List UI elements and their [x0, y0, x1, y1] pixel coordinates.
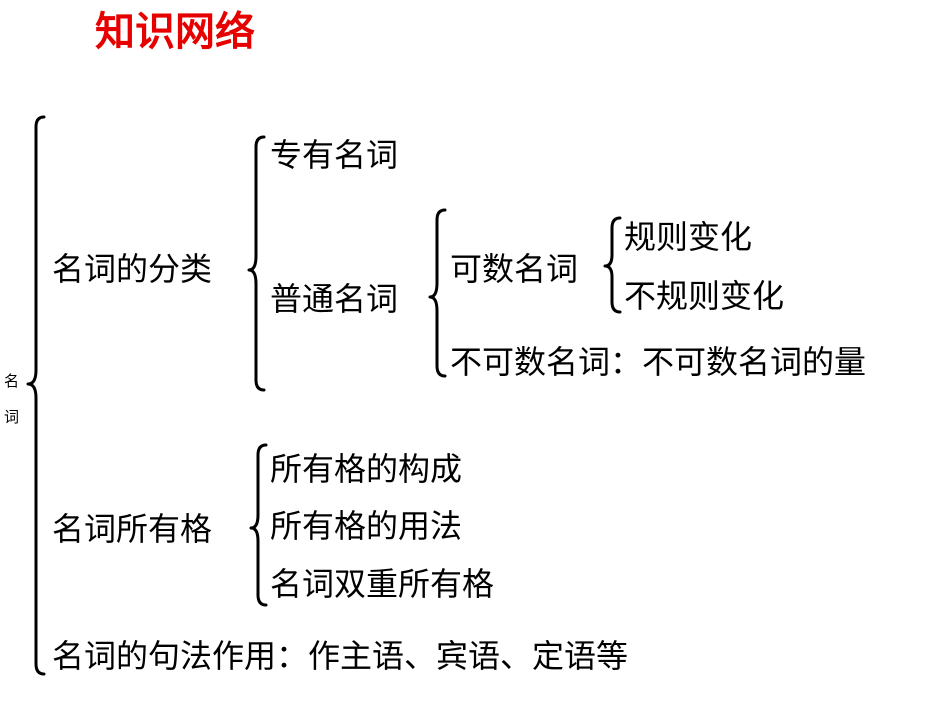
page-title: 知识网络 — [95, 9, 255, 55]
node-classification: 名词的分类 — [52, 250, 213, 288]
node-syntax-function: 名词的句法作用：作主语、宾语、定语等 — [52, 637, 629, 675]
countable-brace — [603, 216, 622, 314]
node-irregular-change: 不规则变化 — [624, 277, 785, 315]
node-double-possessive: 名词双重所有格 — [270, 565, 495, 603]
root-label-char2: 词 — [4, 408, 20, 426]
node-possessive-usage: 所有格的用法 — [270, 507, 463, 545]
node-regular-change: 规则变化 — [624, 218, 753, 256]
node-possessive-formation: 所有格的构成 — [270, 450, 463, 488]
node-possessive: 名词所有格 — [52, 510, 213, 548]
node-uncountable-noun: 不可数名词：不可数名词的量 — [450, 343, 867, 381]
node-proper-noun: 专有名词 — [270, 136, 399, 174]
root-label-char1: 名 — [4, 372, 20, 390]
possessive-brace — [249, 443, 268, 607]
classification-brace — [247, 135, 266, 392]
common-brace — [428, 208, 447, 378]
root-brace — [26, 115, 46, 676]
node-countable-noun: 可数名词 — [450, 250, 579, 288]
node-common-noun: 普通名词 — [270, 280, 399, 318]
